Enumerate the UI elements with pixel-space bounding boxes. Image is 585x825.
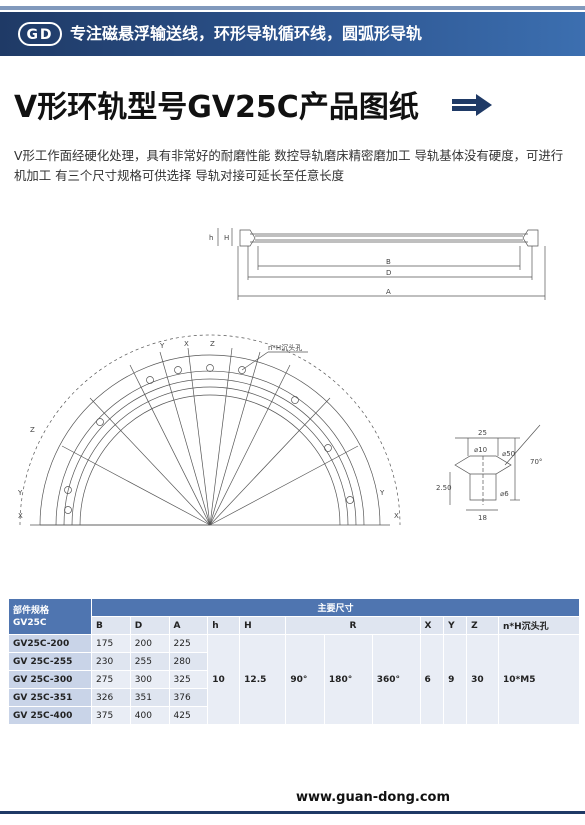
footer-bar bbox=[0, 811, 585, 814]
cell-R3: 360° bbox=[371, 634, 421, 725]
company-logo: GD bbox=[18, 22, 62, 46]
label-X-left: X bbox=[18, 512, 23, 520]
ring-plan-view bbox=[19, 334, 401, 526]
table-row: GV 25C-400 375 400 425 bbox=[8, 706, 580, 725]
table-row: GV25C-200 175 200 225 10 12.5 90° 180° 3… bbox=[8, 634, 580, 725]
label-dim-phi10: ⌀10 bbox=[474, 446, 487, 454]
cell-A: 325 bbox=[168, 670, 209, 689]
label-X-right: X bbox=[394, 512, 399, 520]
cell-H: 12.5 bbox=[239, 634, 287, 725]
label-Z-top: Z bbox=[210, 340, 215, 348]
cell-A: 225 bbox=[168, 634, 209, 653]
cell-Y: 9 bbox=[443, 634, 468, 725]
model-cell: GV 25C-255 bbox=[8, 652, 92, 671]
label-D: D bbox=[386, 269, 391, 277]
header-part-line2: GV25C bbox=[13, 617, 47, 628]
banner-bar bbox=[0, 12, 585, 56]
col-Z: Z bbox=[466, 616, 500, 635]
cell-X: 6 bbox=[419, 634, 445, 725]
label-h: h bbox=[209, 234, 213, 242]
page-title: V形环轨型号GV25C产品图纸 bbox=[14, 90, 419, 125]
col-holes: n*H沉头孔 bbox=[498, 616, 580, 635]
rail-cross-section bbox=[449, 424, 541, 511]
label-A: A bbox=[386, 288, 391, 296]
header-banner: GD 专注磁悬浮输送线，环形导轨循环线，圆弧形导轨 bbox=[0, 0, 585, 56]
label-dim-18: 18 bbox=[478, 514, 487, 522]
model-cell: GV 25C-300 bbox=[8, 670, 92, 689]
banner-stripe bbox=[0, 6, 585, 10]
label-dim-250: 2.50 bbox=[436, 484, 452, 492]
label-holes: n*H沉头孔 bbox=[268, 343, 302, 352]
cell-A: 425 bbox=[168, 706, 209, 725]
header-part-line1: 部件规格 bbox=[13, 605, 50, 616]
label-dim-phi50: ⌀50 bbox=[502, 450, 515, 458]
cell-R2: 180° bbox=[323, 634, 373, 725]
label-dim-25: 25 bbox=[478, 429, 487, 437]
label-dim-phi6: ⌀6 bbox=[500, 490, 509, 498]
cell-h: 10 bbox=[207, 634, 241, 725]
table-row: GV 25C-300 275 300 325 bbox=[8, 670, 580, 689]
cell-A: 280 bbox=[168, 652, 209, 671]
cell-B: 275 bbox=[91, 670, 131, 689]
footer: www.guan-dong.com bbox=[0, 788, 585, 825]
model-cell: GV 25C-400 bbox=[8, 706, 92, 725]
banner-tagline: 专注磁悬浮输送线，环形导轨循环线，圆弧形导轨 bbox=[70, 24, 423, 43]
label-Y-left: Y bbox=[17, 489, 23, 497]
label-dim-70: 70° bbox=[530, 458, 542, 466]
cell-R1: 90° bbox=[285, 634, 325, 725]
rail-side-view bbox=[217, 228, 546, 300]
cell-D: 351 bbox=[129, 688, 170, 707]
col-R: R bbox=[285, 616, 421, 635]
cell-Z: 30 bbox=[466, 634, 500, 725]
model-cell: GV25C-200 bbox=[8, 634, 92, 653]
cell-B: 230 bbox=[91, 652, 131, 671]
technical-drawing: h H B D A n*H沉头孔 X Y Z X Y Z X Y 25 ⌀10 … bbox=[17, 228, 546, 526]
label-X-top: X bbox=[184, 340, 189, 348]
col-B: B bbox=[91, 616, 131, 635]
website-link[interactable]: www.guan-dong.com bbox=[296, 790, 451, 805]
col-D: D bbox=[129, 616, 170, 635]
cell-B: 175 bbox=[91, 634, 131, 653]
cell-D: 255 bbox=[129, 652, 170, 671]
cell-D: 200 bbox=[129, 634, 170, 653]
arrow-right-icon bbox=[452, 94, 492, 116]
spec-table: 部件规格 GV25C 主要尺寸 B D A h H R X Y Z n*H沉头孔… bbox=[8, 598, 580, 725]
spec-table-wrapper: 部件规格 GV25C 主要尺寸 B D A h H R X Y Z n*H沉头孔… bbox=[8, 598, 580, 725]
label-H: H bbox=[224, 234, 229, 242]
label-B: B bbox=[386, 258, 391, 266]
col-Y: Y bbox=[443, 616, 468, 635]
header-main-dims: 主要尺寸 bbox=[91, 598, 580, 617]
col-X: X bbox=[419, 616, 445, 635]
cell-D: 300 bbox=[129, 670, 170, 689]
product-description: V形工作面经硬化处理，具有非常好的耐磨性能 数控导轨磨床精密磨加工 导轨基体没有… bbox=[14, 148, 564, 183]
col-A: A bbox=[168, 616, 209, 635]
cell-B: 375 bbox=[91, 706, 131, 725]
cell-holes: 10*M5 bbox=[498, 634, 580, 725]
cell-D: 400 bbox=[129, 706, 170, 725]
col-h: h bbox=[207, 616, 241, 635]
col-H: H bbox=[239, 616, 287, 635]
label-Y-top: Y bbox=[159, 342, 165, 350]
header-part-spec: 部件规格 GV25C bbox=[8, 598, 92, 635]
model-cell: GV 25C-351 bbox=[8, 688, 92, 707]
label-Z-left: Z bbox=[30, 426, 35, 434]
cell-B: 326 bbox=[91, 688, 131, 707]
label-Y-right: Y bbox=[379, 489, 385, 497]
cell-A: 376 bbox=[168, 688, 209, 707]
